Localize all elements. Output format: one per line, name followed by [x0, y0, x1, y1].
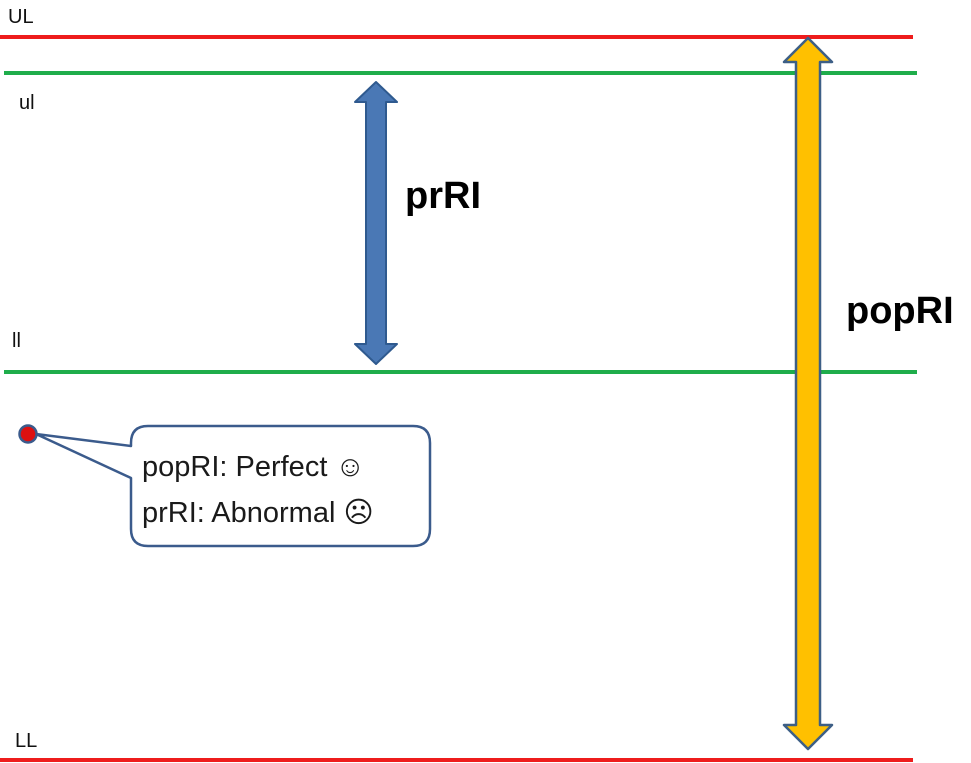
inner-upper-limit-label: ul	[19, 92, 35, 114]
result-point	[18, 424, 38, 444]
lower-limit-label: LL	[15, 730, 38, 752]
callout-line-popri: popRI: Perfect ☺	[142, 451, 366, 483]
popri-label: popRI	[846, 290, 954, 332]
popri-double-arrow	[782, 36, 834, 751]
upper-limit-label: UL	[8, 6, 34, 28]
prri-label: prRI	[405, 175, 481, 217]
callout-text: popRI: Perfect ☺ prRI: Abnormal ☹	[142, 444, 427, 536]
callout-line-prri: prRI: Abnormal ☹	[142, 497, 374, 529]
callout-bubble	[34, 424, 432, 548]
inner-lower-limit-label: ll	[12, 330, 21, 352]
prri-double-arrow	[354, 81, 398, 365]
